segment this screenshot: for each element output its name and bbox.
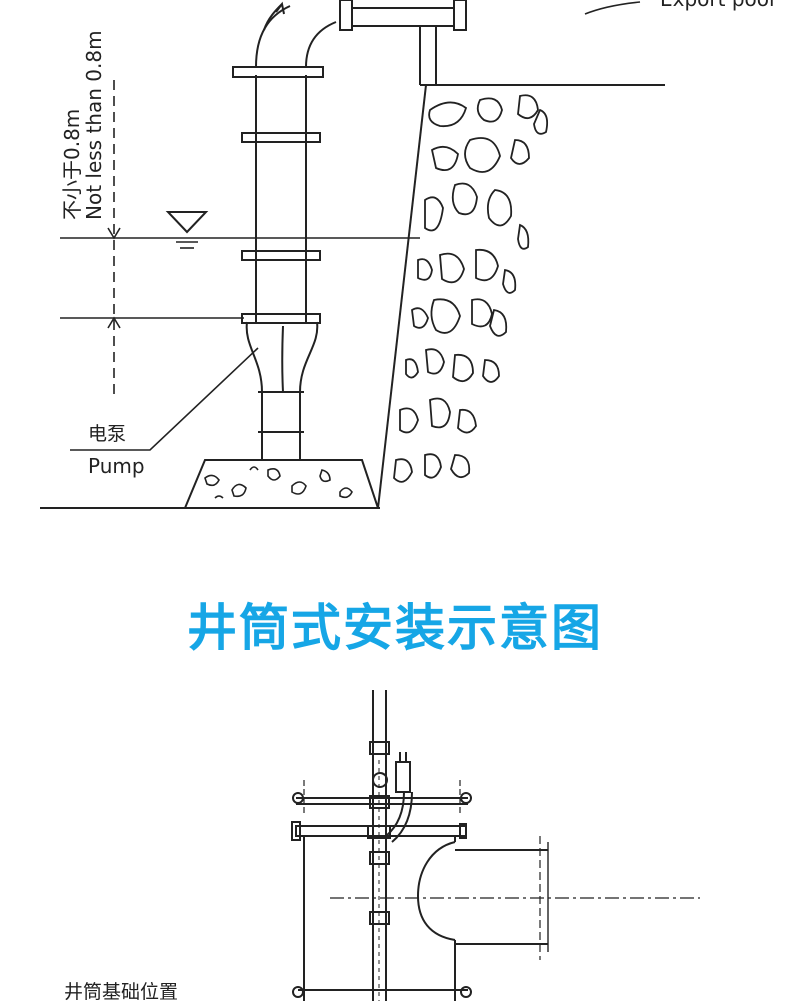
- pump-leader-line: [70, 347, 259, 451]
- clearance-label-cn: 不小于0.8m: [60, 109, 84, 220]
- pump-label-cn: 电泵: [88, 423, 126, 445]
- pipe-flange: [241, 250, 321, 261]
- section-title: 井筒式安装示意图: [187, 599, 603, 657]
- column-coupling: [369, 741, 390, 755]
- pump-label-en: Pump: [88, 454, 145, 478]
- outlet-valve: [453, 0, 467, 31]
- pipe-flange: [232, 66, 324, 78]
- base-aggregate: [204, 466, 353, 499]
- bolt: [460, 792, 472, 804]
- bolt: [460, 986, 472, 998]
- bolt: [292, 986, 304, 998]
- pipe-flange: [241, 132, 321, 143]
- rubble-wall-stones: [393, 94, 549, 483]
- pump-concrete-base: [183, 459, 380, 509]
- mid-plate: [295, 825, 467, 837]
- bolt: [292, 792, 304, 804]
- pump-motor-body: [258, 391, 304, 460]
- pipe-flange: [241, 313, 321, 324]
- cable-gland: [395, 761, 411, 793]
- pump-installation-drawing: [40, 0, 665, 509]
- pump-bell-housing: [245, 321, 319, 393]
- outlet-valve: [339, 0, 353, 31]
- cable: [385, 791, 413, 843]
- well-shaft-drawing: [291, 690, 700, 1001]
- pool-wall-face: [377, 84, 427, 509]
- outlet-pipe-bend: [416, 841, 456, 941]
- foundation-label-cn: 井筒基础位置: [64, 981, 178, 1001]
- water-level-symbol: [165, 211, 209, 234]
- outlet-elbow: [255, 5, 337, 68]
- clearance-label-en: Not less than 0.8m: [82, 30, 106, 220]
- flow-arrow: [263, 1, 285, 31]
- export-pool-label: Export pool: [660, 0, 775, 11]
- dimension-arrow: [107, 227, 121, 329]
